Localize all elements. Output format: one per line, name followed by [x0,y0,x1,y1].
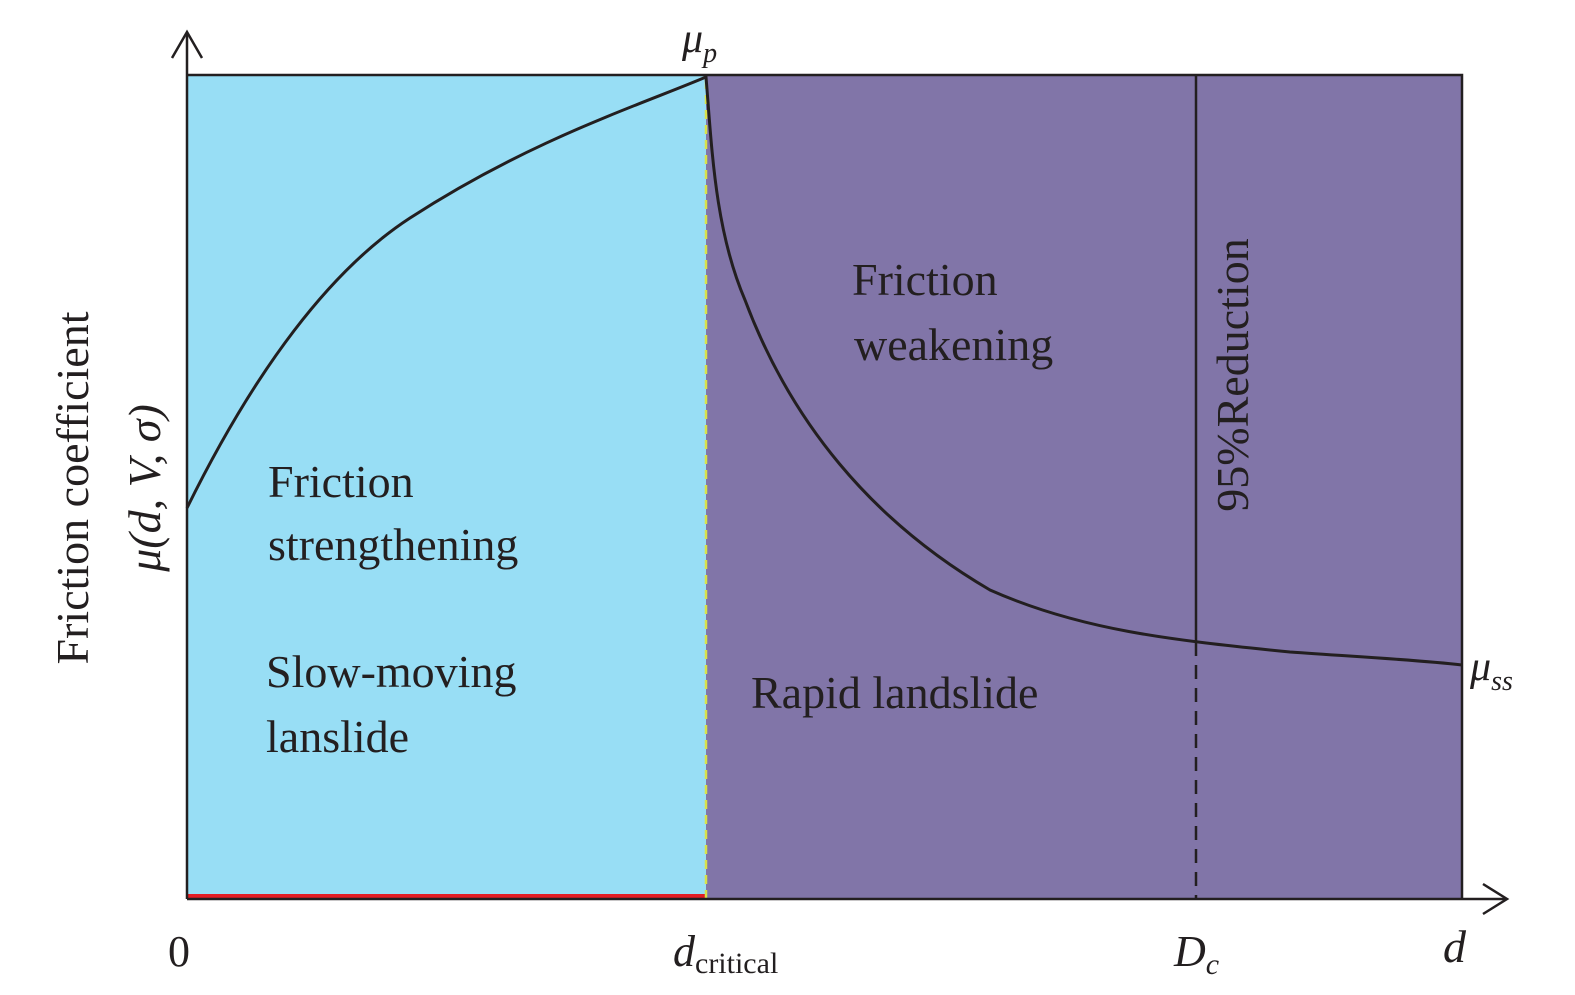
d-critical-subscript: critical [695,947,778,980]
dc-label: Dc [1173,927,1219,981]
weakening-label-line2: weakening [854,319,1053,370]
mu-ss-subscript: ss [1491,666,1513,697]
mu-ss-symbol: μ [1469,644,1491,690]
x-origin-label: 0 [168,927,190,976]
weakening-label-line1: Friction [852,254,998,305]
slow-moving-label-line2: lanslide [266,711,409,762]
strengthening-label-line2: strengthening [268,519,518,570]
dc-subscript: c [1206,948,1219,981]
mu-p-label: μp [681,16,717,69]
plot-frame [187,73,1464,899]
y-axis-label-line1: Friction coefficient [47,311,98,664]
mu-ss-label: μss [1469,644,1513,697]
y-axis-arrowhead [170,29,204,59]
x-axis-arrowhead [1482,882,1510,916]
slow-moving-label-line1: Slow-moving [266,646,516,697]
reduction-label: 95%Reduction [1207,238,1258,511]
rapid-landslide-region [706,75,1462,899]
friction-curve [185,74,1463,667]
slow-moving-region [187,75,706,899]
mu-p-subscript: p [701,38,717,69]
rapid-landslide-label: Rapid landslide [751,667,1038,718]
d-critical-symbol: d [673,927,696,976]
mu-p-symbol: μ [681,16,703,62]
strengthening-label-line1: Friction [268,456,414,507]
x-end-label: d [1443,921,1467,972]
y-axis-label-line2: μ(d, V, σ) [119,404,170,573]
d-critical-label: dcritical [673,927,778,980]
dc-symbol: D [1173,927,1206,976]
